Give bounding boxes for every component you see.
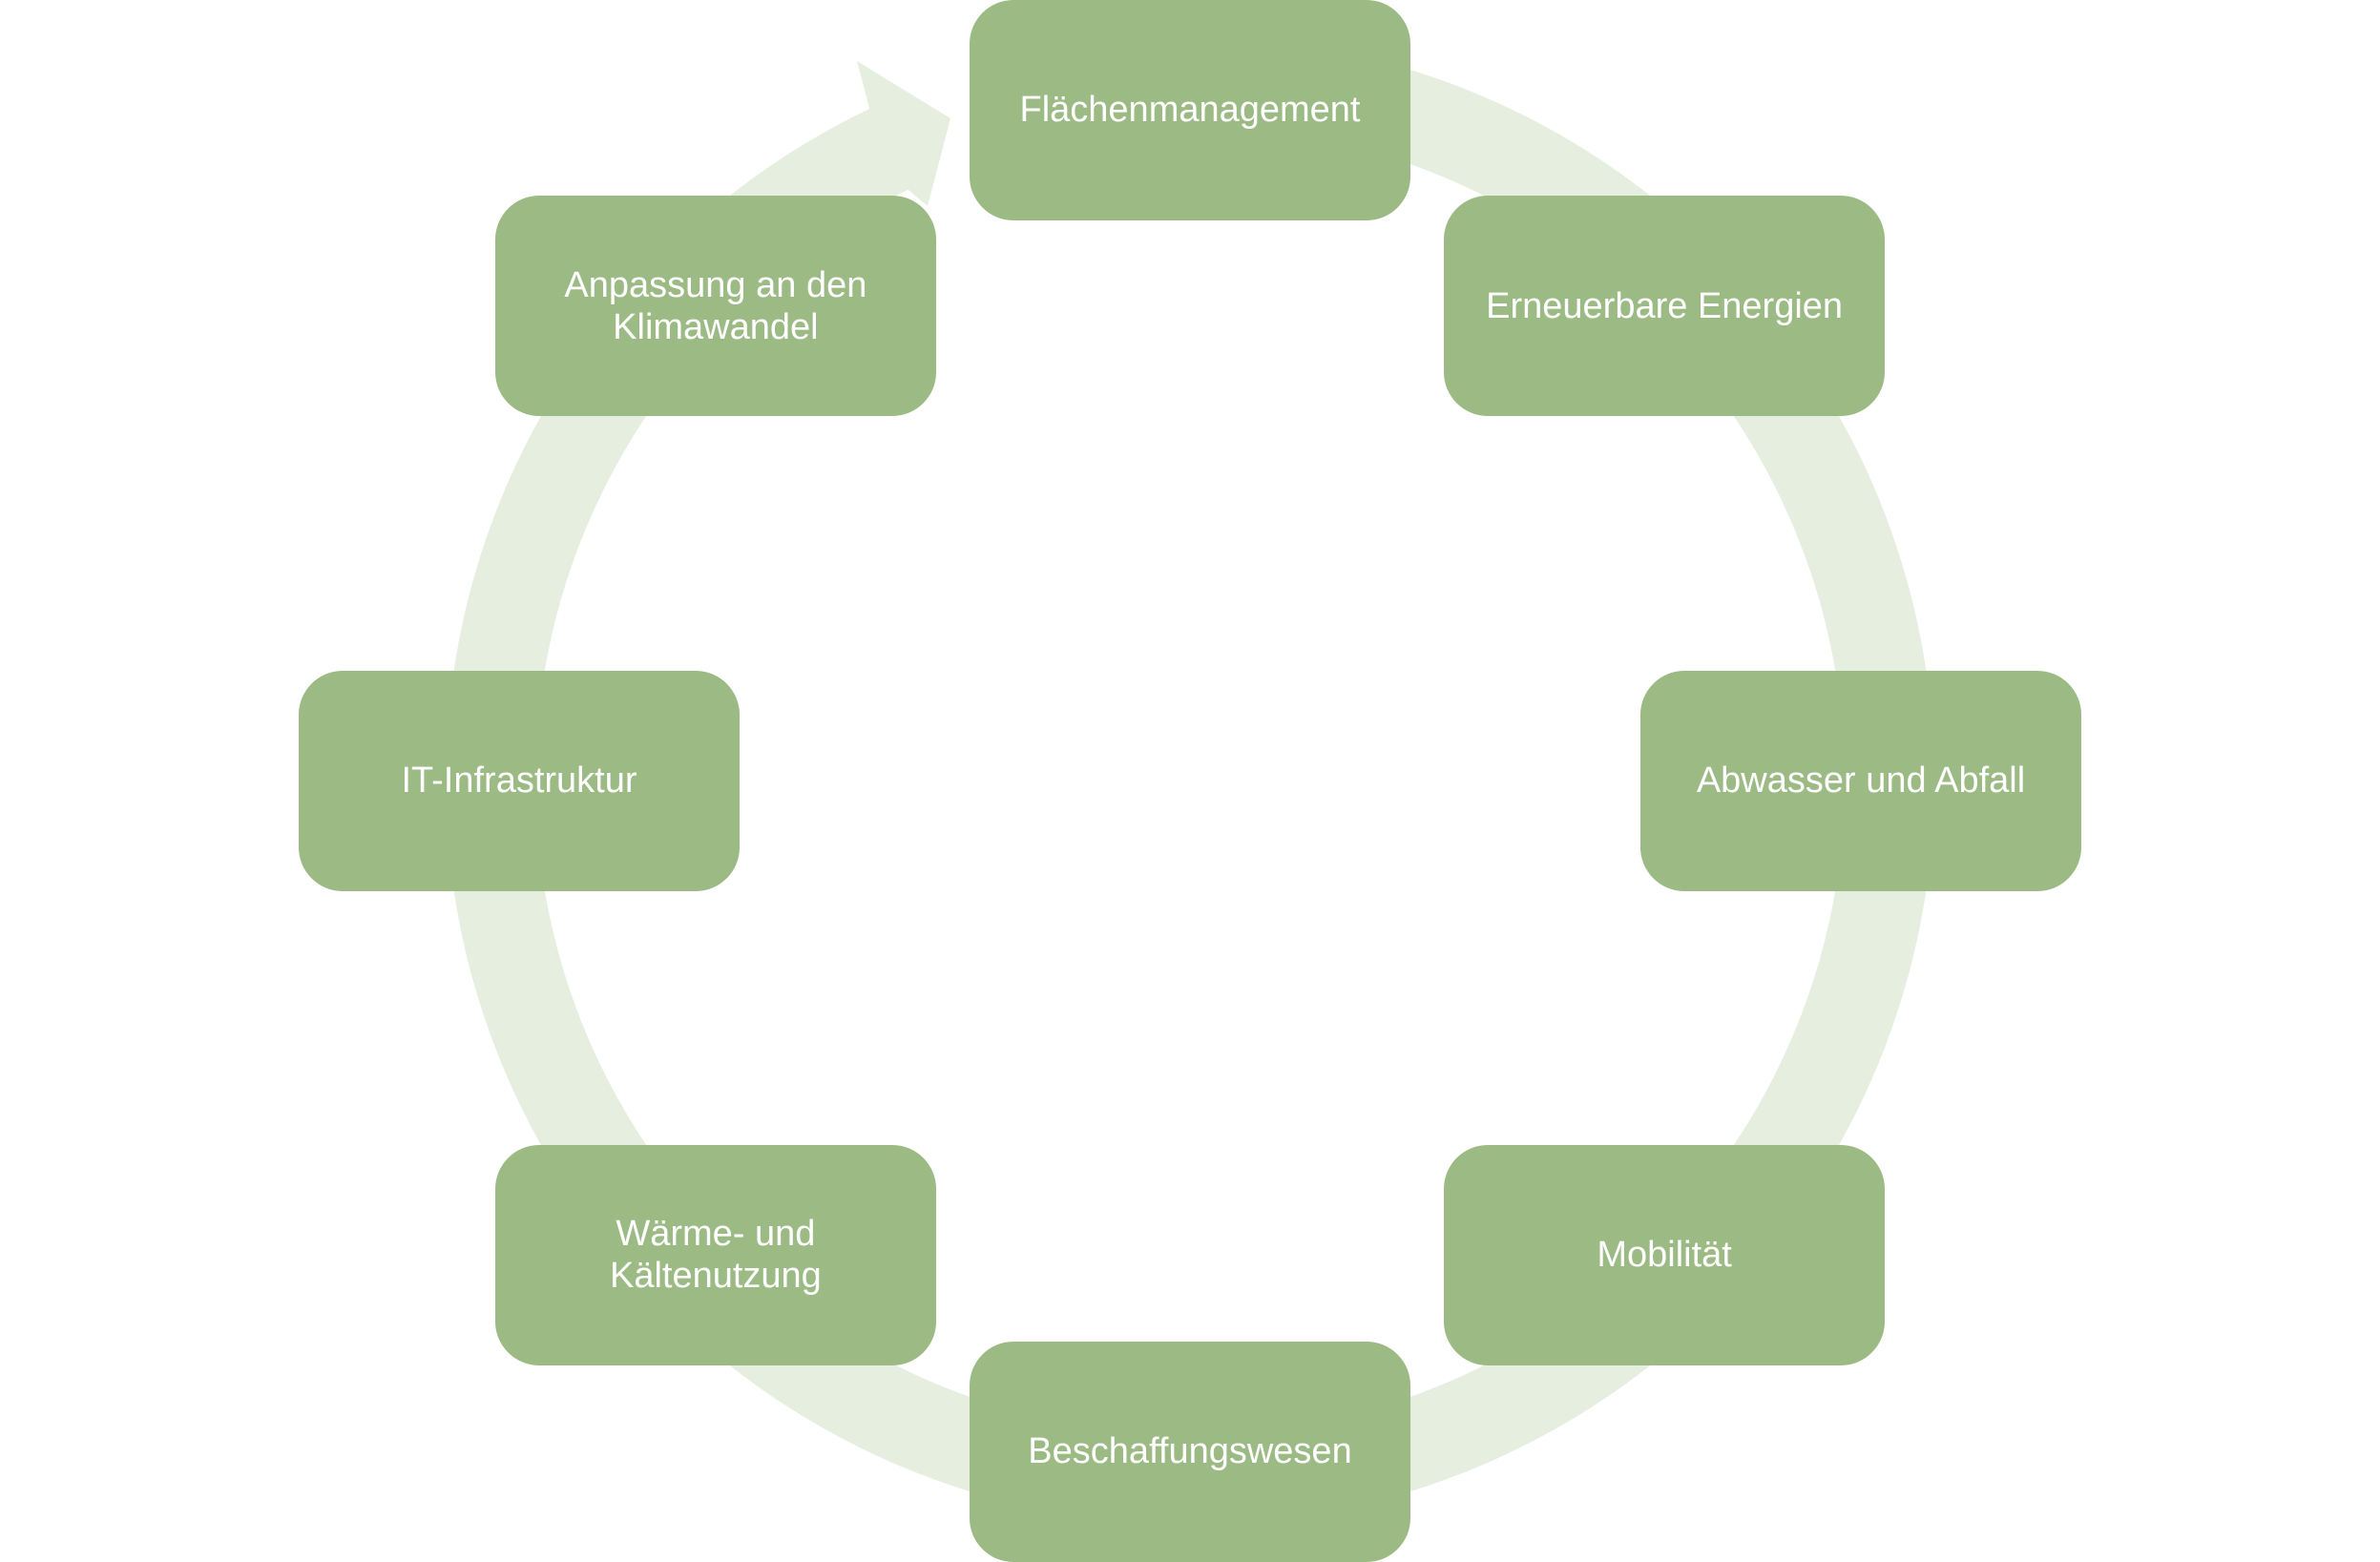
node-beschaffungswesen[interactable]: Beschaffungswesen — [970, 1341, 1410, 1562]
node-label: Abwasser und Abfall — [1696, 760, 2026, 801]
node-label: Mobilität — [1597, 1235, 1732, 1276]
node-label: Beschaffungswesen — [1028, 1431, 1352, 1471]
node-label: Flächenmanagement — [1019, 90, 1361, 130]
node-label: Wärme- und Kältenutzung — [609, 1214, 822, 1297]
node-waerme-und-kaeltenutzung[interactable]: Wärme- und Kältenutzung — [494, 1144, 936, 1365]
node-anpassung-an-den-klimawandel[interactable]: Anpassung an den Klimawandel — [494, 196, 936, 417]
node-flaechenmanagement[interactable]: Flächenmanagement — [970, 0, 1410, 220]
node-it-infrastruktur[interactable]: IT-Infrastruktur — [299, 670, 740, 891]
node-label: IT-Infrastruktur — [401, 760, 637, 801]
node-abwasser-und-abfall[interactable]: Abwasser und Abfall — [1640, 670, 2081, 891]
node-label: Anpassung an den Klimawandel — [564, 264, 867, 347]
node-label: Erneuerbare Energien — [1486, 285, 1844, 326]
node-mobilitaet[interactable]: Mobilität — [1444, 1144, 1886, 1365]
node-erneuerbare-energien[interactable]: Erneuerbare Energien — [1444, 196, 1886, 417]
